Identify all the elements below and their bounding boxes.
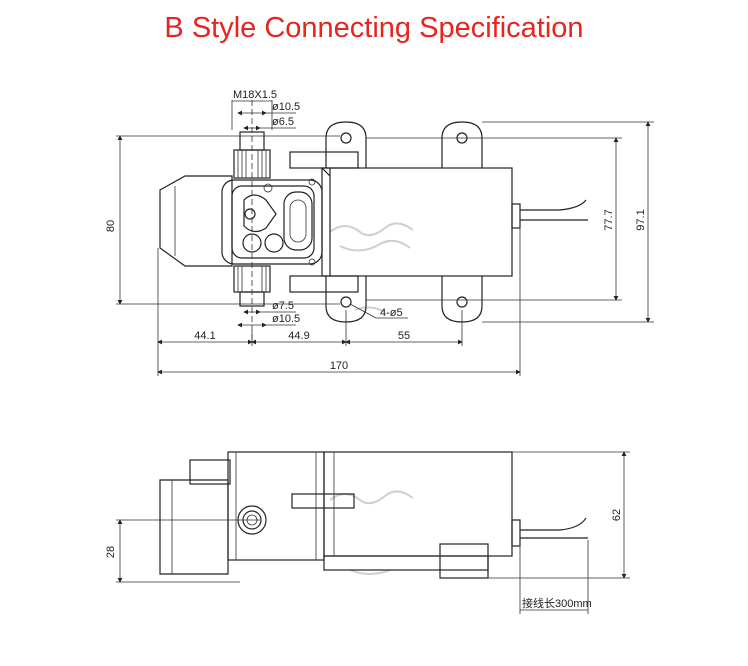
valve-chamber [283, 191, 313, 251]
mount-foot-top-left [325, 121, 367, 168]
pump-head-housing [159, 175, 233, 267]
lead-length-callout: 接线长300mm [519, 540, 592, 614]
height-77-label: 77.7 [603, 209, 615, 230]
side-lead-wire [520, 517, 587, 531]
total-height-label: 62 [611, 509, 623, 521]
mount-holes-callout: 4-ø5 [349, 303, 408, 319]
mount-holes-label: 4-ø5 [380, 307, 403, 319]
watermark-logo [329, 222, 414, 313]
inlet-outer-dia-dimension: ø10.5 [237, 313, 300, 328]
motor-body [321, 167, 513, 277]
inlet-outer-dia-label: ø10.5 [272, 313, 300, 325]
height-80-label: 80 [105, 220, 117, 232]
port-height-label: 28 [105, 546, 117, 558]
height-97-dimension: 97.1 [482, 121, 654, 323]
total-length-label: 170 [330, 360, 348, 372]
height-77-dimension: 77.7 [366, 137, 622, 301]
lead-length-label: 接线长300mm [522, 596, 592, 610]
outlet-inner-dia-label: ø6.5 [272, 116, 294, 128]
side-pump-housing [159, 479, 229, 575]
top-view: M18X1.5 ø10.5 ø6.5 ø7.5 ø10.5 8 [105, 89, 654, 376]
outlet-outer-dia-dimension: ø10.5 [237, 101, 300, 116]
height-97-label: 97.1 [635, 209, 647, 230]
height-80-dimension: 80 [105, 135, 340, 305]
thread-label: M18X1.5 [233, 89, 277, 101]
outlet-inner-dia-dimension: ø6.5 [243, 116, 296, 131]
inlet-inner-dia-label: ø7.5 [272, 300, 294, 312]
total-height-dimension: 62 [488, 451, 630, 579]
mount-foot-top-right [441, 121, 483, 168]
side-motor-body [323, 451, 513, 557]
outlet-outer-dia-label: ø10.5 [272, 101, 300, 113]
length-seg-1-label: 44.1 [194, 330, 215, 342]
diagram-title: B Style Connecting Specification [164, 12, 584, 44]
thread-dimension: M18X1.5 [232, 89, 277, 102]
side-pump-head [227, 451, 325, 561]
watermark-logo-side [329, 490, 414, 575]
lead-wire [520, 199, 587, 211]
length-seg-2-label: 44.9 [288, 330, 309, 342]
side-view: 28 62 接线长300mm [105, 451, 630, 614]
length-seg-3-label: 55 [398, 330, 410, 342]
length-segment-dimensions: 44.1 44.9 55 170 [157, 228, 521, 376]
inlet-inner-dia-dimension: ø7.5 [243, 300, 296, 315]
port-height-dimension: 28 [105, 519, 260, 583]
